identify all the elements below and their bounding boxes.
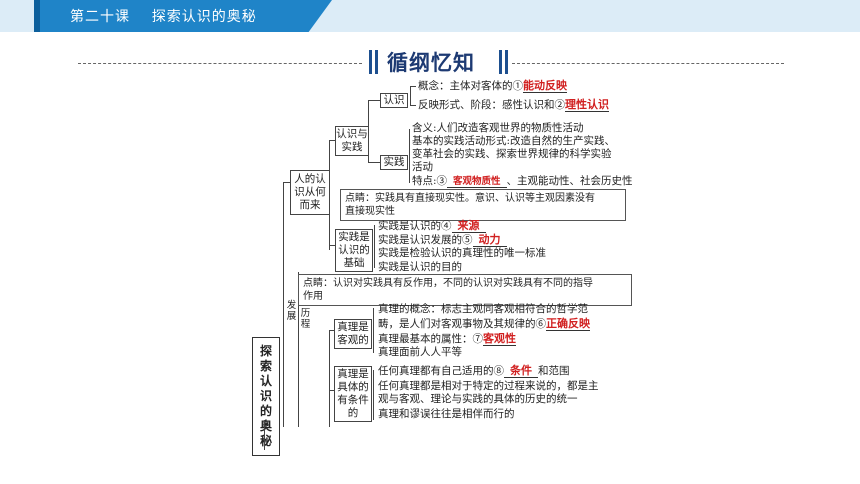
practice-forms-line1: 基本的实践活动形式:改造自然的生产实践、: [412, 135, 616, 147]
text: 反映形式、阶段：感性认识和②: [418, 99, 565, 111]
practice-forms-line2: 变革社会的实践、探索世界规律的科学实验: [412, 148, 612, 160]
connector: [283, 182, 284, 427]
note-line: 点睛：实践具有直接现实性。意识、认识等主观因素没有: [345, 193, 595, 204]
connector: [410, 105, 416, 106]
header-accent: [34, 0, 44, 32]
node-truth-concrete: 真理是具体的有条件的: [334, 366, 372, 422]
text: 和范围: [538, 365, 570, 377]
banner-divider-right: [512, 63, 784, 64]
connector: [329, 140, 335, 141]
answer-2: 理性认识: [565, 98, 609, 112]
text: 实践是认识的④: [378, 220, 452, 232]
node-practice-cognition: 认识与实践: [335, 126, 369, 156]
text: 、主观能动性、社会历史性: [506, 175, 633, 187]
node-label: 真理是具体的有条件的: [337, 368, 369, 419]
basis-item-4: 实践是认识的目的: [378, 261, 462, 273]
answer-8: 条件: [504, 364, 538, 378]
note-box-1: 点睛：实践具有直接现实性。意识、认识等主观因素没有 直接现实性: [340, 189, 626, 221]
basis-item-3: 实践是检验认识的真理性的唯一标准: [378, 247, 546, 259]
note-box-2: 点睛：认识对实践具有反作用，不同的认识对实践具有不同的指导 作用: [298, 274, 632, 306]
connector: [373, 370, 374, 420]
truth-process-line1: 任何真理都是相对于特定的过程来说的，都是主: [378, 380, 599, 392]
note-line: 直接现实性: [345, 206, 395, 217]
answer-7: 客观性: [483, 332, 516, 346]
connector: [329, 390, 334, 391]
banner-mark: [499, 50, 502, 74]
answer-5: 动力: [472, 233, 507, 247]
cognition-concept: 概念：主体对客体的①能动反映: [418, 79, 567, 93]
page-title: 第二十课 探索认识的奥秘: [70, 9, 257, 25]
connector: [368, 100, 369, 162]
connector: [368, 100, 380, 101]
connector: [410, 86, 411, 105]
note-line: 点睛：认识对实践具有反作用，不同的认识对实践具有不同的指导: [303, 278, 593, 289]
section-title: 循纲忆知: [387, 51, 475, 75]
root-box: 探索认识的奥秘: [252, 337, 280, 456]
node-practice: 实践: [380, 155, 408, 170]
truth-concept-line2: 畴，是人们对客观事物及其规律的⑥正确反映: [378, 317, 590, 331]
banner-mark: [375, 50, 378, 74]
banner-mark: [369, 50, 372, 74]
answer-6: 正确反映: [546, 317, 590, 331]
practice-meaning: 含义:人们改造客观世界的物质性活动: [412, 122, 584, 134]
truth-concept-line1: 真理的概念：标志主观同客观相符合的哲学范: [378, 303, 588, 315]
connector: [298, 272, 299, 427]
connector: [283, 182, 291, 183]
side-label-process: 历程: [300, 308, 311, 330]
connector: [368, 162, 380, 163]
answer-4: 来源: [451, 219, 486, 233]
side-label-develop: 发展: [286, 300, 297, 322]
node-truth-objective: 真理是客观的: [334, 319, 372, 349]
root-label: 探索认识的奥秘: [259, 344, 272, 448]
node-label: 实践: [383, 156, 405, 168]
practice-forms-line3: 活动: [412, 161, 433, 173]
connector: [329, 140, 330, 250]
text: 实践是认识发展的⑤: [378, 234, 473, 246]
node-label: 真理是客观的: [337, 321, 369, 346]
header-tab: [40, 0, 332, 32]
text: 畴，是人们对客观事物及其规律的⑥: [378, 318, 546, 330]
connector: [264, 420, 265, 450]
connector: [409, 129, 410, 183]
truth-process-line2: 观与客观、理论与实践的具体的历史的统一: [378, 393, 578, 405]
connector: [329, 245, 335, 246]
node-label: 人的认识从何而来: [294, 173, 326, 211]
node-label: 认识: [383, 94, 405, 106]
node-label: 实践是认识的基础: [338, 231, 370, 269]
connector: [374, 225, 375, 268]
text: 概念：主体对客体的①: [418, 80, 523, 92]
answer-3: 客观物质性: [447, 176, 507, 188]
banner-mark: [505, 50, 508, 74]
truth-attribute: 真理最基本的属性：⑦客观性: [378, 332, 516, 346]
cognition-forms: 反映形式、阶段：感性认识和②理性认识: [418, 98, 609, 112]
node-label: 认识与实践: [336, 128, 368, 153]
text: 真理最基本的属性：⑦: [378, 333, 483, 345]
truth-error: 真理和谬误往往是相伴而行的: [378, 408, 515, 420]
note-line: 作用: [303, 291, 323, 302]
connector: [329, 330, 334, 331]
node-origin-of-cognition: 人的认识从何而来: [290, 170, 330, 215]
truth-equality: 真理面前人人平等: [378, 346, 462, 358]
text: 任何真理都有自己适用的⑧: [378, 365, 504, 377]
node-practice-basis: 实践是认识的基础: [335, 229, 373, 272]
connector: [410, 86, 416, 87]
answer-1: 能动反映: [523, 79, 567, 93]
node-cognition: 认识: [380, 93, 408, 108]
connector: [373, 308, 374, 353]
banner-divider-left: [78, 63, 362, 64]
text: 特点:③: [412, 175, 448, 187]
connector: [329, 330, 330, 427]
